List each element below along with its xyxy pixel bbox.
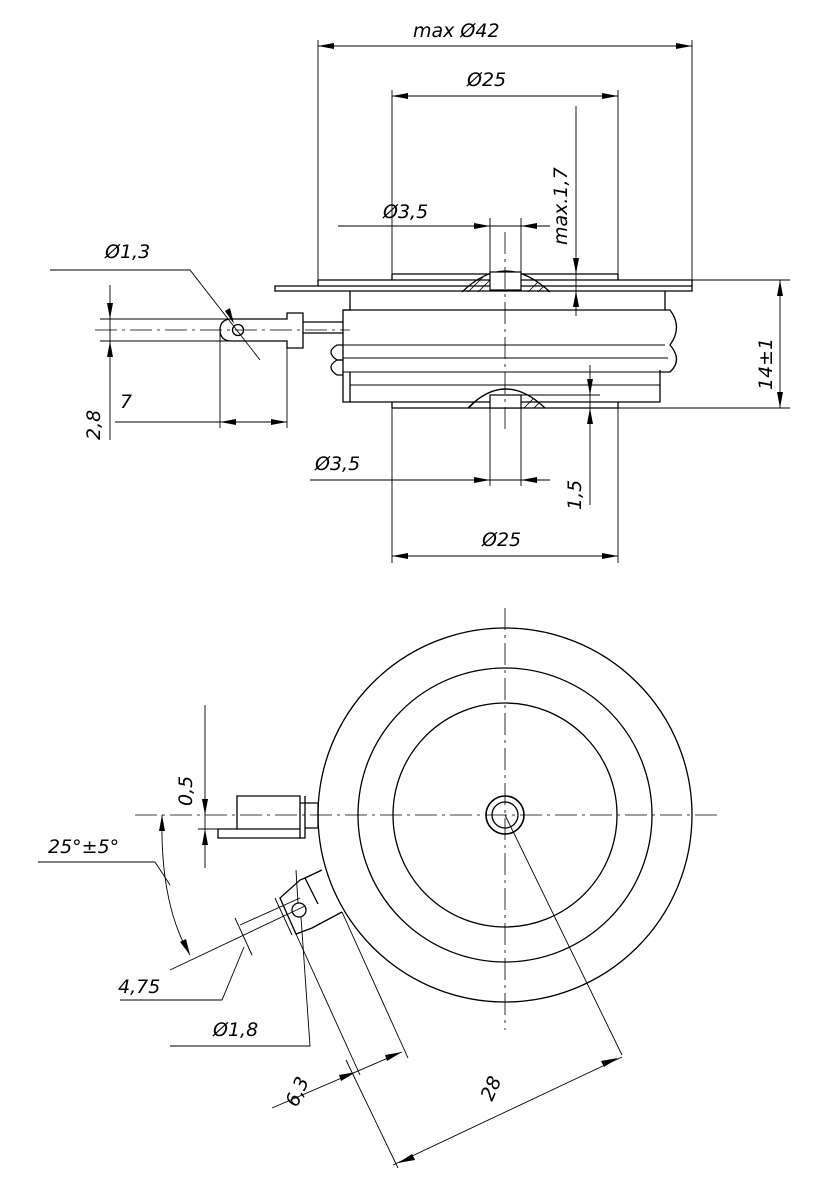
- inner-circle: [392, 702, 618, 928]
- svg-text:max Ø42: max Ø42: [413, 20, 500, 42]
- housing-body: [330, 291, 678, 409]
- svg-text:0,5: 0,5: [175, 776, 197, 806]
- dim-28: 2,8: [83, 285, 232, 440]
- svg-text:4,75: 4,75: [118, 976, 160, 998]
- dim-d35-top: Ø3,5: [338, 201, 550, 290]
- svg-text:Ø1,3: Ø1,3: [104, 241, 150, 263]
- dim-475: 4,75: [118, 897, 301, 1001]
- svg-text:14±1: 14±1: [755, 338, 777, 390]
- bottom-section-hatch: [467, 388, 546, 409]
- horizontal-tab: [217, 795, 319, 839]
- svg-text:Ø25: Ø25: [481, 529, 521, 551]
- svg-text:Ø1,8: Ø1,8: [212, 1019, 258, 1041]
- center-hole-outer: [485, 795, 525, 835]
- dim-63: 6,3: [271, 911, 409, 1110]
- dim-05: 0,5: [175, 705, 237, 868]
- svg-text:Ø3,5: Ø3,5: [314, 453, 360, 475]
- dim-d25-top: Ø25: [391, 69, 619, 274]
- svg-text:7: 7: [120, 391, 132, 413]
- svg-text:28: 28: [476, 1073, 506, 1104]
- dim-angle: 25°±5°: [38, 814, 306, 971]
- dim-d35-bottom: Ø3,5: [310, 408, 550, 486]
- middle-circle: [357, 667, 653, 963]
- dim-d18: Ø1,8: [170, 869, 311, 1047]
- center-hole-inner: [491, 801, 519, 829]
- angled-tab: [279, 869, 343, 935]
- svg-text:6,3: 6,3: [281, 1073, 313, 1110]
- svg-text:1,5: 1,5: [564, 480, 586, 510]
- plan-view: 0,5 25°±5° 4,75 Ø1,8: [38, 608, 720, 1169]
- dim-28b: 28: [345, 814, 623, 1169]
- svg-text:25°±5°: 25°±5°: [48, 836, 119, 858]
- side-view: max Ø42 Ø25 Ø3,5 max.1,7: [50, 20, 790, 563]
- dim-15: 1,5: [520, 365, 600, 510]
- gate-terminal: [219, 312, 343, 349]
- dim-max17: max.1,7: [550, 106, 579, 316]
- dim-max-d42: max Ø42: [317, 20, 693, 280]
- dim-d13: Ø1,3: [50, 241, 261, 361]
- dim-14: 14±1: [618, 279, 790, 409]
- svg-text:Ø3,5: Ø3,5: [382, 201, 428, 223]
- dim-7: 7: [115, 330, 288, 428]
- svg-text:Ø25: Ø25: [466, 69, 506, 91]
- dim-d25-bottom: Ø25: [391, 408, 619, 563]
- svg-text:max.1,7: max.1,7: [550, 167, 572, 245]
- svg-text:2,8: 2,8: [83, 410, 105, 440]
